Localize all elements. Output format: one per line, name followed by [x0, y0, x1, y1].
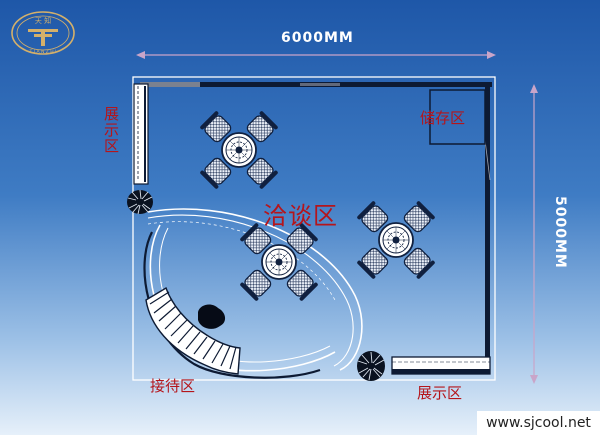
zone-label-display-bottom: 展示区: [417, 384, 463, 402]
storage-room: [429, 89, 486, 145]
booth-outline: [132, 76, 496, 381]
zone-label-display-left: 展示区: [102, 106, 120, 154]
width-dimension-line: [136, 51, 496, 59]
right-wall: [485, 86, 490, 358]
depth-dimension-label: 5000MM: [552, 196, 568, 269]
reception-sofa: [145, 286, 241, 375]
watermark: www.sjcool.net: [477, 411, 600, 435]
negotiation-table-set-3: [355, 199, 437, 281]
depth-dimension-line: [530, 84, 538, 384]
logo-text: 天 知: [35, 16, 51, 25]
back-wall: [140, 82, 492, 87]
plant-right: [357, 351, 385, 381]
logo-subtext: T I A N Z H I: [29, 49, 57, 55]
plant-left: [127, 189, 153, 215]
negotiation-table-set-1: [198, 109, 280, 191]
company-logo: 天 知 T I A N Z H I: [11, 11, 75, 55]
negotiation-table-set-2: [238, 221, 320, 303]
curved-partition: [147, 208, 363, 371]
width-dimension-label: 6000MM: [281, 30, 354, 46]
coffee-table: [198, 304, 226, 329]
zone-label-storage: 储存区: [420, 109, 466, 127]
zone-label-negotiation: 洽谈区: [263, 202, 338, 230]
zone-label-reception: 接待区: [150, 377, 196, 395]
